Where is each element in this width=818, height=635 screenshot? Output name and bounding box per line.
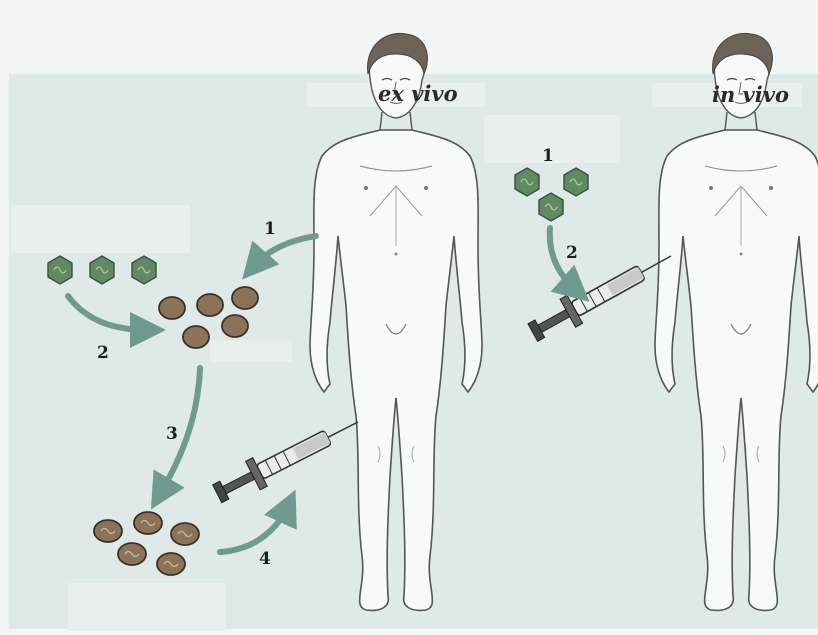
in-vivo-label: in vivo — [712, 82, 789, 107]
arrow-step-2 — [68, 296, 148, 330]
cell-icon — [232, 287, 258, 309]
modified-cell-icon — [134, 512, 162, 534]
step-number-4: 4 — [259, 549, 271, 569]
viral-vector-icon — [539, 193, 563, 221]
arrow-step-4 — [220, 506, 288, 552]
modified-cell-icon — [94, 520, 122, 542]
step-number-1: 1 — [264, 219, 276, 239]
viral-vector-icon — [132, 256, 156, 284]
ex-vivo-patient-figure — [310, 33, 482, 610]
cell-icon — [159, 297, 185, 319]
modified-cell-icon — [157, 553, 185, 575]
in-vivo-patient-figure — [655, 33, 818, 610]
modified-cell-icon — [171, 523, 199, 545]
viral-vector-icon — [564, 168, 588, 196]
syringe-icon — [210, 408, 365, 508]
viral-vector-icon — [48, 256, 72, 284]
in-vivo-step-number-1: 1 — [542, 146, 554, 166]
viral-vector-icon — [90, 256, 114, 284]
step-number-3: 3 — [166, 424, 178, 444]
step-number-2: 2 — [97, 343, 109, 363]
ex-vivo-label: ex vivo — [378, 81, 458, 106]
cell-icon — [197, 294, 223, 316]
arrow-step-1 — [254, 236, 316, 266]
in-vivo-step-number-2: 2 — [566, 243, 578, 263]
cell-icon — [222, 315, 248, 337]
cell-icon — [183, 326, 209, 348]
modified-cell-icon — [118, 543, 146, 565]
viral-vector-icon — [515, 168, 539, 196]
